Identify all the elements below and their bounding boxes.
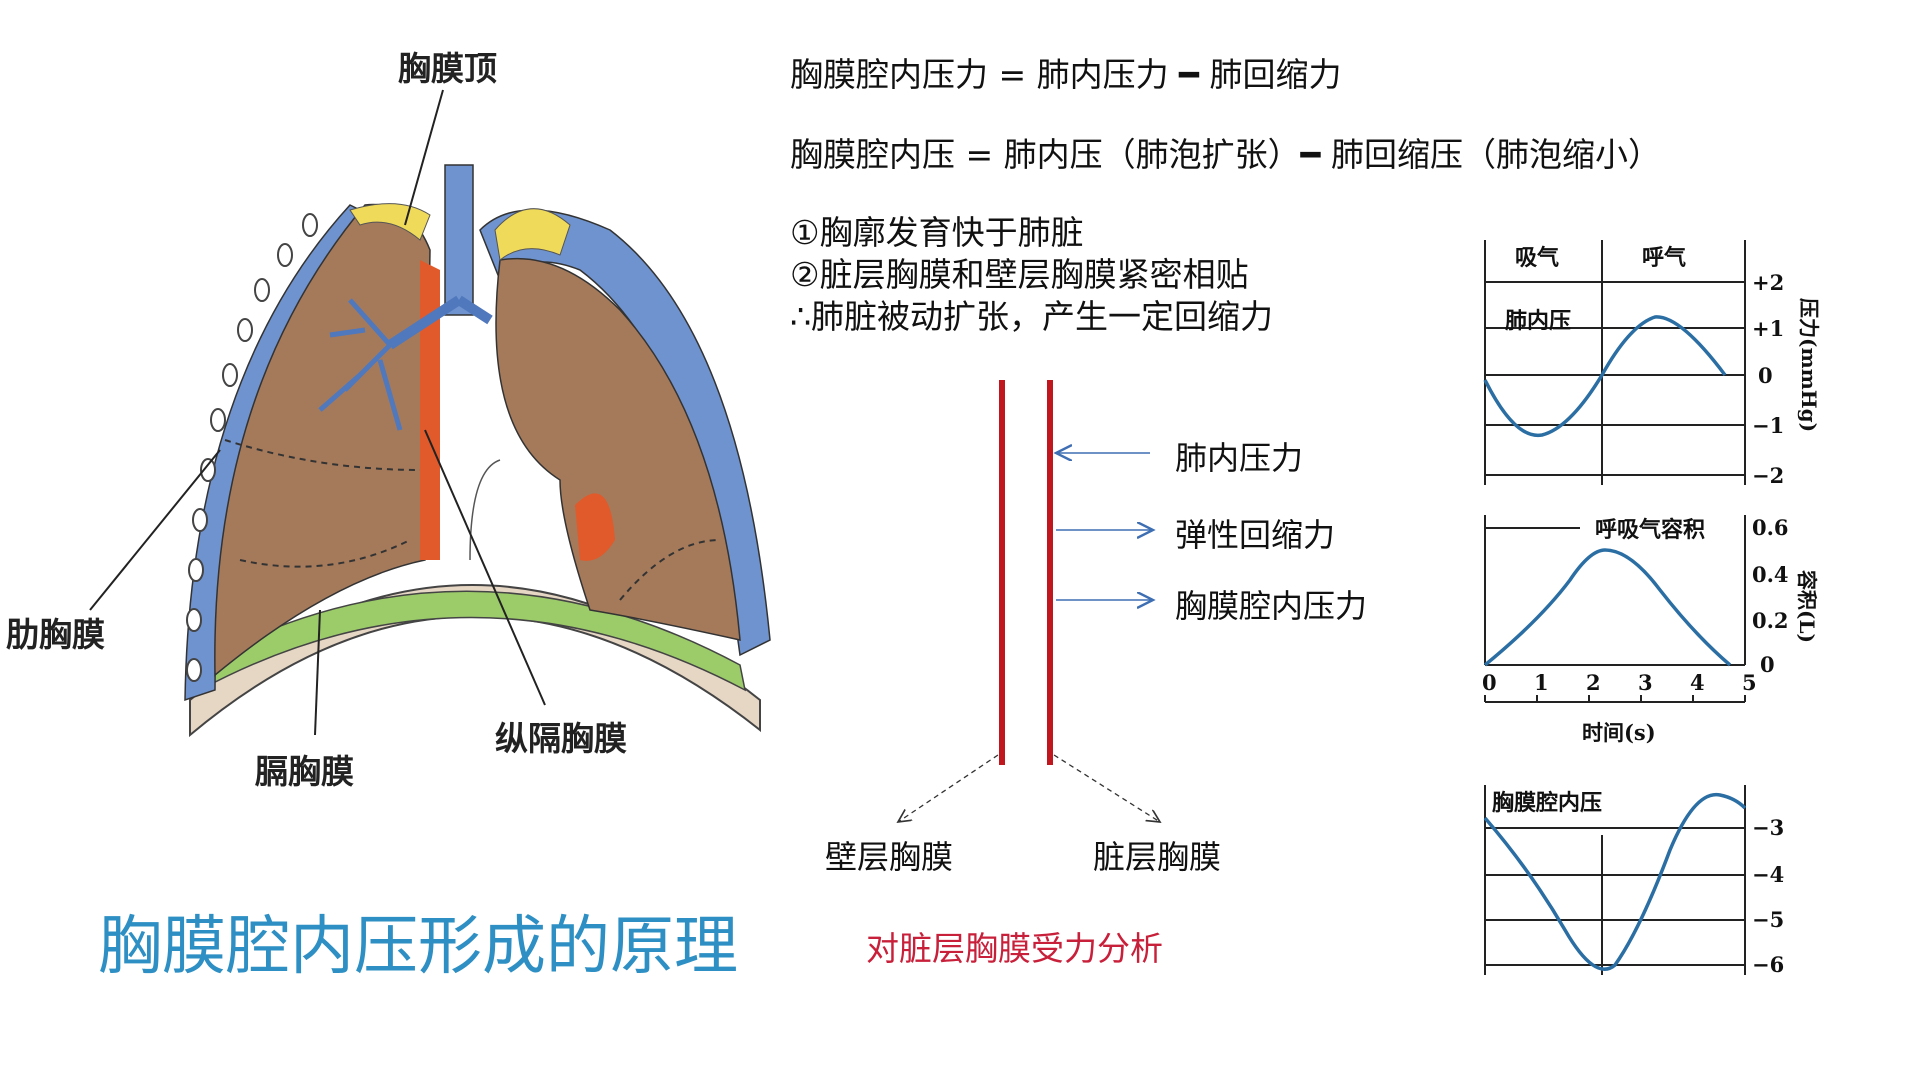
- svg-text:−6: −6: [1752, 952, 1784, 977]
- intrapleural-title: 胸膜腔内压: [1492, 790, 1602, 816]
- visceral-pleura-label: 脏层胸膜: [1093, 838, 1222, 876]
- note-3: ∴肺脏被动扩张，产生一定回缩力: [790, 297, 1273, 336]
- slide-title: 胸膜腔内压形成的原理: [98, 910, 738, 984]
- label-costal-pleura: 肋胸膜: [6, 615, 105, 654]
- force-label-intrapleural: 胸膜腔内压力: [1175, 587, 1368, 625]
- force-label-elastic: 弹性回缩力: [1175, 516, 1336, 554]
- svg-text:−5: −5: [1752, 907, 1784, 932]
- svg-text:2: 2: [1586, 670, 1601, 695]
- svg-text:0: 0: [1760, 652, 1775, 677]
- svg-text:−2: −2: [1752, 463, 1784, 488]
- svg-text:0.4: 0.4: [1752, 562, 1789, 587]
- svg-text:−1: −1: [1752, 413, 1784, 438]
- volume-graph: [1484, 515, 1746, 703]
- intrapulmonary-curve: [1483, 315, 1727, 438]
- intrapleural-curve: [1483, 792, 1747, 971]
- lung-illustration: [89, 89, 771, 738]
- label-diaphragmatic-pleura: 膈胸膜: [255, 752, 354, 791]
- note-1: ①胸廓发育快于肺脏: [790, 213, 1084, 252]
- svg-text:3: 3: [1638, 670, 1653, 695]
- note-2: ②脏层胸膜和壁层胸膜紧密相贴: [790, 255, 1249, 294]
- svg-text:0.2: 0.2: [1752, 608, 1789, 633]
- phase-exhale: 呼气: [1642, 245, 1686, 271]
- respiration-graphs: 吸气 呼气 肺内压 +2 +1 0 −1 −2 压力(mmHg) 呼吸气容积 0…: [1482, 240, 1821, 977]
- svg-text:−4: −4: [1752, 862, 1784, 887]
- right-lung: [495, 257, 741, 641]
- svg-text:0: 0: [1482, 670, 1497, 695]
- intrapulmonary-title: 肺内压: [1505, 308, 1571, 334]
- svg-text:5: 5: [1742, 670, 1757, 695]
- svg-text:0.6: 0.6: [1752, 515, 1789, 540]
- volume-axis-label: 容积(L): [1795, 570, 1819, 643]
- label-apex: 胸膜顶: [398, 49, 497, 88]
- time-axis-label: 时间(s): [1582, 720, 1656, 745]
- svg-text:+1: +1: [1752, 316, 1784, 341]
- trachea: [318, 164, 493, 431]
- svg-text:+2: +2: [1752, 270, 1784, 295]
- svg-text:4: 4: [1690, 670, 1705, 695]
- svg-text:−3: −3: [1752, 815, 1784, 840]
- force-label-intrapulmonary: 肺内压力: [1175, 439, 1304, 477]
- svg-text:0: 0: [1758, 363, 1773, 388]
- label-mediastinal-pleura: 纵隔胸膜: [495, 719, 627, 758]
- svg-text:1: 1: [1534, 670, 1549, 695]
- force-diagram: [860, 380, 1180, 850]
- intrapulmonary-graph: [1484, 240, 1746, 485]
- equation-2: 胸膜腔内压 = 肺内压（肺泡扩张）━ 肺回缩压（肺泡缩小）: [790, 135, 1661, 174]
- volume-title: 呼吸气容积: [1595, 517, 1705, 543]
- volume-curve: [1483, 548, 1732, 667]
- parietal-pleura-label: 壁层胸膜: [825, 838, 954, 876]
- equation-1: 胸膜腔内压力 = 肺内压力 ━ 肺回缩力: [790, 55, 1342, 94]
- phase-inhale: 吸气: [1515, 245, 1559, 271]
- force-analysis-caption: 对脏层胸膜受力分析: [866, 929, 1163, 968]
- pressure-axis-label: 压力(mmHg): [1797, 298, 1821, 432]
